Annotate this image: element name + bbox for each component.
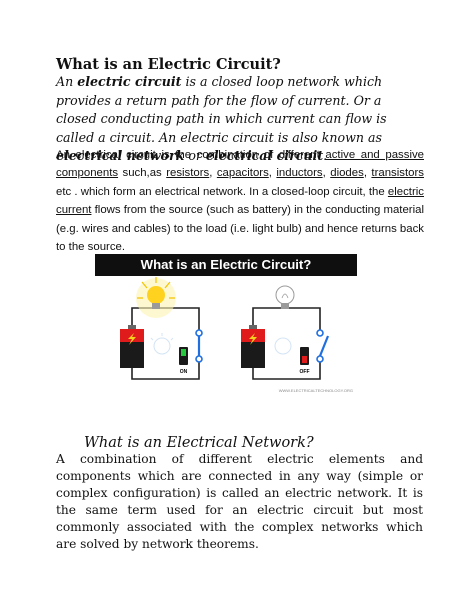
intro-text-4: .	[323, 148, 328, 164]
link-capacitors[interactable]: capacitors	[216, 167, 269, 180]
para-text-8: flows from the source (such as battery) …	[56, 204, 424, 254]
switch-on-icon	[179, 329, 203, 365]
unlit-bulb-icon	[275, 285, 295, 309]
switch-off-icon	[300, 329, 330, 365]
circuit-figure: What is an Electric Circuit?	[95, 254, 357, 396]
intro-paragraph: An electric circuit is a closed loop net…	[56, 73, 426, 166]
circuit-off: OFF	[241, 285, 330, 380]
switch-on-label: ON	[180, 369, 188, 375]
term-electrical-circuit: electrical circuit	[205, 148, 324, 164]
para-text-3: ,	[209, 167, 217, 180]
heading-electrical-network: What is an Electrical Network?	[84, 435, 314, 451]
circuit-on: ON	[120, 277, 203, 380]
wire-bottom-off	[252, 362, 321, 380]
faint-bulb-icon	[150, 333, 174, 355]
para-text-5: ,	[322, 167, 331, 180]
para-text-2: such,as	[118, 167, 167, 180]
link-transistors[interactable]: transistors	[371, 167, 424, 180]
circuit-diagram: ON	[95, 276, 357, 396]
link-diodes[interactable]: diodes	[330, 167, 364, 180]
heading-electric-circuit: What is an Electric Circuit?	[56, 56, 281, 73]
term-electric-circuit: electric circuit	[77, 74, 182, 89]
intro-text-3: or	[184, 148, 206, 164]
network-paragraph: A combination of different electric elem…	[56, 452, 423, 551]
para-text-1: An electrical circuit is the combination…	[56, 149, 326, 161]
battery-icon	[241, 325, 265, 368]
para-text-6: ,	[363, 167, 372, 180]
description-paragraph: An electrical circuit is the combination…	[56, 146, 424, 256]
faint-bulb-icon	[274, 337, 292, 355]
intro-text-2: is a closed loop network which provides …	[56, 74, 387, 145]
figure-credit: WWW.ELECTRICALTECHNOLOGY.ORG	[278, 388, 353, 393]
link-electric-current[interactable]: electric current	[56, 185, 424, 217]
figure-banner: What is an Electric Circuit?	[95, 254, 357, 276]
term-electrical-network: electrical network	[56, 148, 185, 164]
link-active-passive-components[interactable]: active and passive components	[56, 149, 424, 180]
battery-icon	[120, 325, 144, 368]
para-text-7: etc . which form an electrical network. …	[56, 185, 388, 198]
lit-bulb-icon	[136, 277, 176, 318]
link-inductors[interactable]: inductors	[276, 167, 323, 180]
switch-off-label: OFF	[300, 369, 310, 375]
link-resistors[interactable]: resistors	[166, 167, 210, 180]
para-text-4: ,	[268, 167, 277, 180]
intro-text-1: An	[56, 74, 78, 89]
wire-bottom-on	[131, 362, 200, 380]
